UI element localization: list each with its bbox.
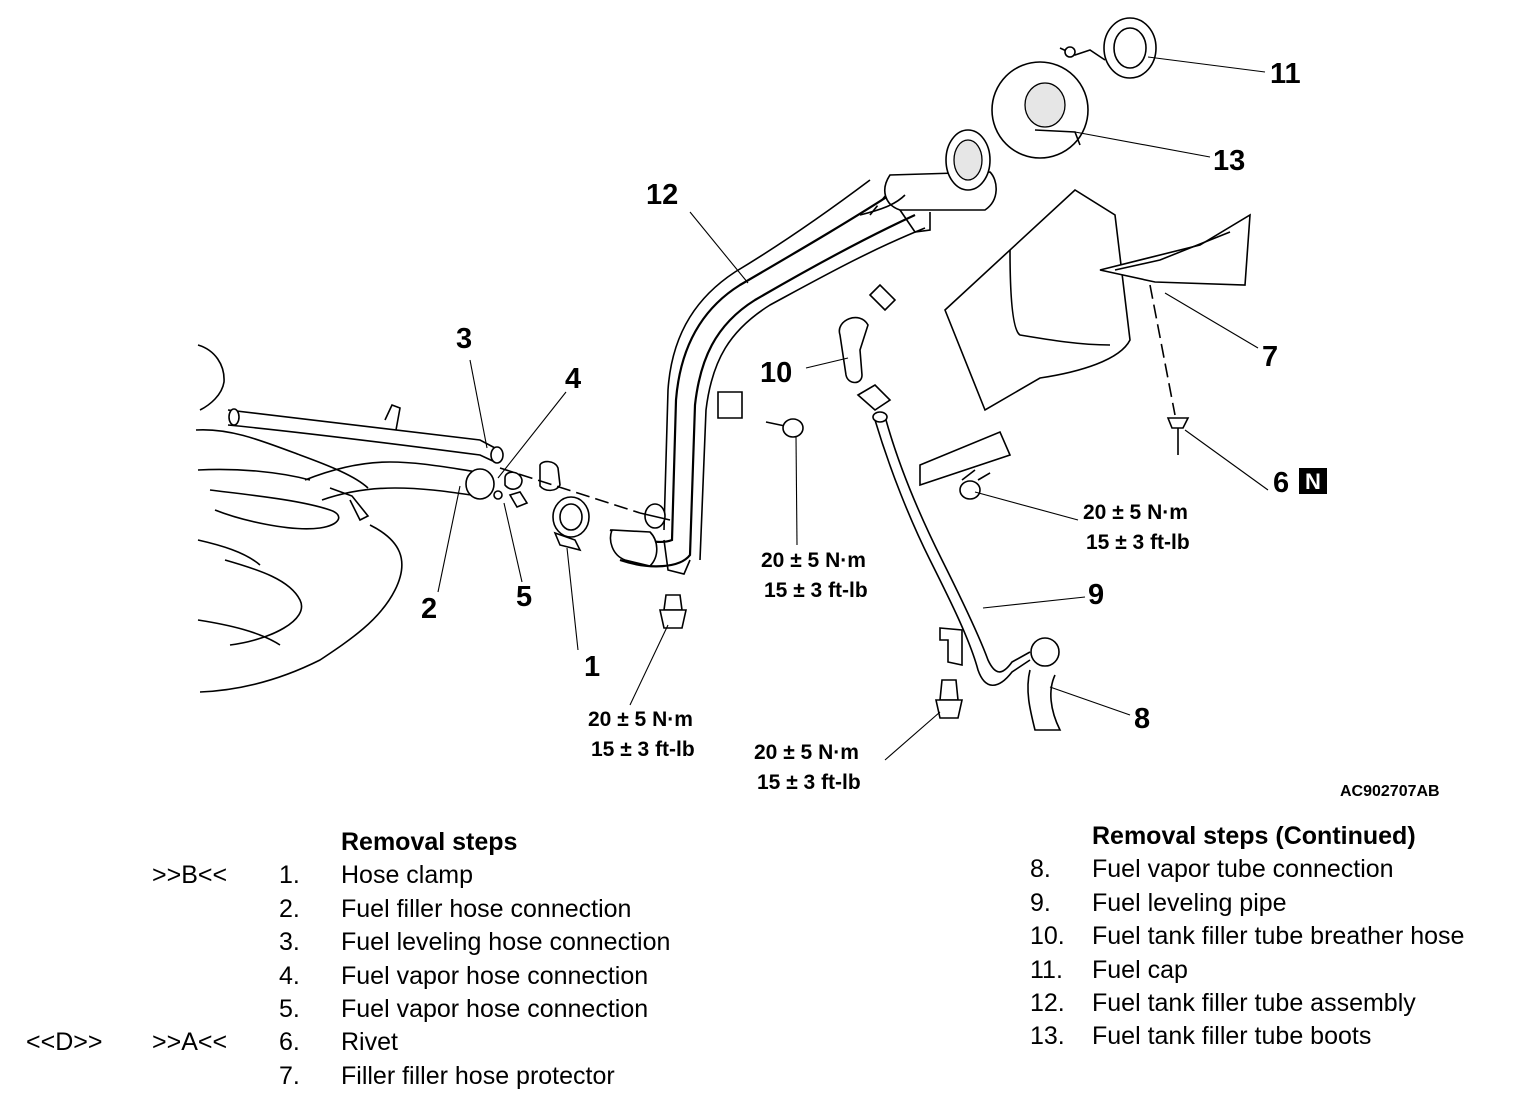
step-number: 2. bbox=[279, 894, 300, 923]
svg-text:20 ± 5 N·m: 20 ± 5 N·m bbox=[1083, 501, 1188, 524]
step-label: Filler filler hose protector bbox=[341, 1061, 615, 1090]
svg-text:20 ± 5 N·m: 20 ± 5 N·m bbox=[754, 741, 859, 764]
step-number: 11. bbox=[1030, 955, 1063, 984]
badge-n: N bbox=[1299, 468, 1327, 494]
step-number: 9. bbox=[1030, 888, 1051, 917]
leveling-pipe bbox=[872, 411, 1031, 687]
step-number: 6. bbox=[279, 1028, 300, 1057]
svg-text:20 ± 5 N·m: 20 ± 5 N·m bbox=[588, 708, 693, 731]
step-label: Hose clamp bbox=[341, 861, 473, 890]
callout-8: 8 bbox=[1134, 703, 1150, 735]
bolt-lower-right bbox=[935, 679, 963, 719]
fuel-cap bbox=[1059, 17, 1157, 79]
rivet bbox=[1166, 417, 1190, 455]
torque-spec-lower-right: 20 ± 5 N·m 15 ± 3 ft-lb bbox=[754, 741, 861, 794]
callout-10: 10 bbox=[760, 357, 792, 389]
step-number: 12. bbox=[1030, 989, 1065, 1017]
filler-hose bbox=[304, 461, 495, 522]
step-label: Fuel filler hose connection bbox=[341, 894, 632, 923]
step-number: 5. bbox=[279, 995, 300, 1023]
step-number: 13. bbox=[1030, 1022, 1065, 1051]
fuel-filler-diagram: 1 2 3 4 5 6 N 7 8 9 10 11 12 13 20 ± 5 N… bbox=[195, 17, 1440, 800]
callout-13: 13 bbox=[1213, 145, 1245, 177]
svg-text:15 ± 3 ft-lb: 15 ± 3 ft-lb bbox=[757, 771, 861, 794]
step-label: Fuel vapor hose connection bbox=[341, 961, 649, 990]
step-label: Fuel tank filler tube breather hose bbox=[1092, 922, 1465, 951]
step-label: Fuel vapor tube connection bbox=[1092, 855, 1394, 884]
callout-4: 4 bbox=[565, 363, 581, 395]
step-number: 7. bbox=[279, 1061, 300, 1090]
callout-9: 9 bbox=[1088, 579, 1104, 611]
callout-3: 3 bbox=[456, 323, 472, 355]
figure-id: AC902707AB bbox=[1340, 783, 1440, 800]
step-label: Fuel leveling pipe bbox=[1092, 888, 1287, 917]
svg-text:N: N bbox=[1305, 469, 1321, 494]
step-number: 1. bbox=[279, 861, 300, 890]
step-label: Fuel tank filler tube boots bbox=[1092, 1022, 1372, 1051]
torque-spec-middle: 20 ± 5 N·m 15 ± 3 ft-lb bbox=[761, 549, 868, 602]
fuel-tank bbox=[195, 344, 403, 693]
callout-6: 6 bbox=[1273, 467, 1289, 499]
step-number: 3. bbox=[279, 928, 300, 957]
callout-7: 7 bbox=[1262, 341, 1278, 373]
bracket bbox=[919, 430, 1012, 487]
step-number: 4. bbox=[279, 961, 300, 990]
step-label: Fuel vapor hose connection bbox=[341, 995, 649, 1023]
callout-1: 1 bbox=[584, 651, 600, 683]
step-label: Fuel cap bbox=[1092, 955, 1188, 984]
torque-spec-bracket: 20 ± 5 N·m 15 ± 3 ft-lb bbox=[1083, 501, 1190, 554]
bolt-middle bbox=[765, 418, 804, 438]
step-marker: >>B<< bbox=[152, 861, 228, 890]
step-label: Rivet bbox=[341, 1028, 398, 1057]
bolt-lower-left bbox=[659, 594, 687, 629]
filler-tube-assembly bbox=[609, 129, 997, 575]
torque-spec-lower-left: 20 ± 5 N·m 15 ± 3 ft-lb bbox=[588, 708, 695, 761]
step-label: Fuel leveling hose connection bbox=[341, 928, 671, 957]
step-label: Fuel tank filler tube assembly bbox=[1092, 989, 1416, 1017]
svg-text:15 ± 3 ft-lb: 15 ± 3 ft-lb bbox=[591, 738, 695, 761]
filler-tube-boot bbox=[991, 61, 1089, 159]
step-marker: <<D>> bbox=[26, 1028, 103, 1057]
breather-hose bbox=[838, 283, 897, 412]
hose-clamp bbox=[552, 496, 590, 552]
filler-hose-protector bbox=[944, 188, 1251, 412]
step-number: 10. bbox=[1030, 922, 1065, 951]
callout-12: 12 bbox=[646, 179, 678, 211]
leader-lines bbox=[437, 56, 1269, 761]
step-marker: >>A<< bbox=[152, 1028, 228, 1057]
removal-steps-right: Removal steps (Continued) 8.Fuel vapor t… bbox=[1030, 820, 1530, 1080]
svg-text:15 ± 3 ft-lb: 15 ± 3 ft-lb bbox=[1086, 531, 1190, 554]
vapor-tube-connection bbox=[1027, 637, 1062, 731]
svg-text:20 ± 5 N·m: 20 ± 5 N·m bbox=[761, 549, 866, 572]
callout-2: 2 bbox=[421, 593, 437, 625]
leveling-hose bbox=[227, 403, 504, 464]
bolt-bracket bbox=[959, 469, 981, 500]
svg-text:15 ± 3 ft-lb: 15 ± 3 ft-lb bbox=[764, 579, 868, 602]
step-number: 8. bbox=[1030, 855, 1051, 884]
callout-5: 5 bbox=[516, 581, 532, 613]
callout-11: 11 bbox=[1270, 58, 1301, 90]
